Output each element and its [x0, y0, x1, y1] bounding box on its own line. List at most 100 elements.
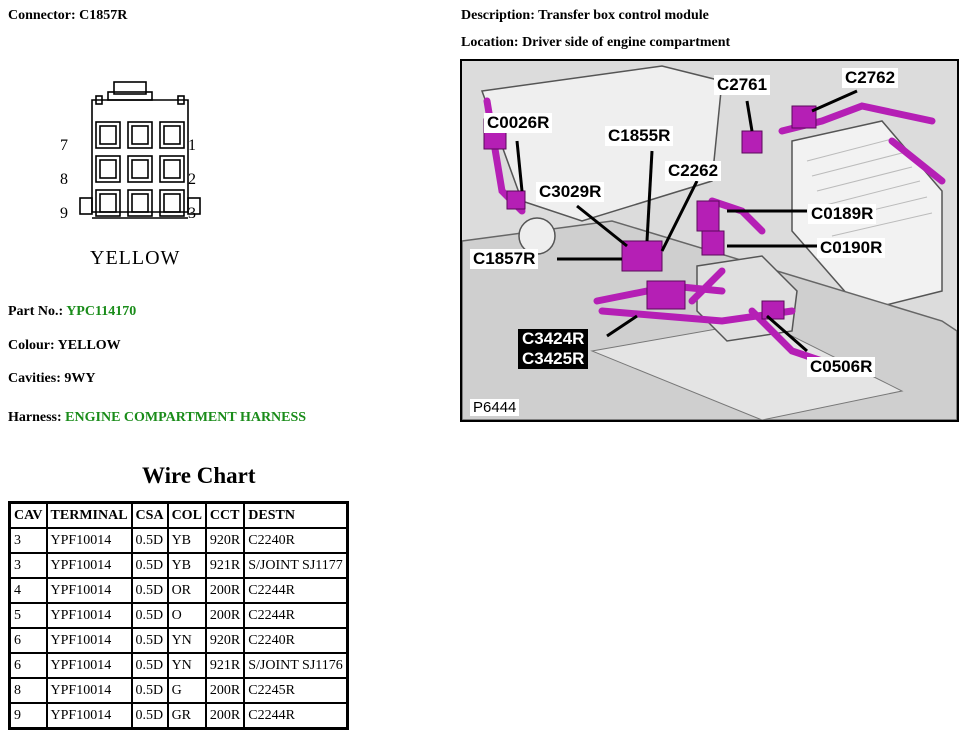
description-info: Description: Transfer box control module — [461, 8, 709, 24]
callout-C2262: C2262 — [665, 161, 722, 181]
cell-destn: C2245R — [243, 677, 349, 704]
cavities-value: 9WY — [64, 371, 96, 386]
description-label: Description: — [461, 8, 535, 23]
connector-label: Connector: — [8, 8, 76, 23]
cell-csa: 0.5D — [130, 602, 169, 629]
callout-C1857R: C1857R — [470, 249, 539, 269]
cell-col: GR — [166, 702, 207, 730]
cell-col: YB — [166, 552, 207, 579]
cell-terminal: YPF10014 — [45, 677, 133, 704]
callout-C0506R: C0506R — [807, 357, 876, 377]
cell-col: YN — [166, 652, 207, 679]
table-row: 9 YPF10014 0.5D GR 200R C2244R — [8, 702, 349, 730]
cell-csa: 0.5D — [130, 627, 169, 654]
callout-C2762: C2762 — [842, 68, 899, 88]
cell-col: YB — [166, 527, 207, 554]
callout-C0026R: C0026R — [484, 113, 553, 133]
colour-info: Colour: YELLOW — [8, 338, 121, 354]
callout-C2761: C2761 — [714, 75, 771, 95]
wire-chart-title: Wire Chart — [142, 463, 256, 488]
cell-col: G — [166, 677, 207, 704]
cell-terminal: YPF10014 — [45, 627, 133, 654]
pin-label-7: 7 — [60, 137, 68, 154]
cavities-info: Cavities: 9WY — [8, 371, 96, 387]
cell-cav: 3 — [8, 527, 48, 554]
pin-label-2: 2 — [188, 171, 196, 188]
table-row: 6 YPF10014 0.5D YN 920R C2240R — [8, 627, 349, 654]
wire-chart-table: CAV TERMINAL CSA COL CCT DESTN 3 YPF1001… — [8, 501, 349, 730]
table-row: 6 YPF10014 0.5D YN 921R S/JOINT SJ1176 — [8, 652, 349, 679]
header-terminal: TERMINAL — [45, 501, 133, 529]
cell-terminal: YPF10014 — [45, 652, 133, 679]
callout-C3029R: C3029R — [536, 182, 605, 202]
pin-label-9: 9 — [60, 205, 68, 222]
cell-csa: 0.5D — [130, 652, 169, 679]
part-no-value: YPC114170 — [66, 304, 137, 319]
cell-cct: 200R — [204, 577, 246, 604]
cell-cav: 6 — [8, 627, 48, 654]
cell-destn: C2244R — [243, 702, 349, 730]
harness-label: Harness: — [8, 410, 62, 425]
engine-compartment-photo: C0026R C2761 C2762 C1855R C2262 C3029R C… — [460, 59, 959, 422]
header-cav: CAV — [8, 501, 48, 529]
cell-cct: 200R — [204, 702, 246, 730]
cell-destn: S/JOINT SJ1177 — [243, 552, 349, 579]
cell-col: O — [166, 602, 207, 629]
header-col: COL — [166, 501, 207, 529]
cell-cct: 920R — [204, 627, 246, 654]
callout-C3424R: C3424R — [518, 329, 589, 349]
cell-cct: 921R — [204, 652, 246, 679]
connector-info: Connector: C1857R — [8, 8, 127, 24]
cell-col: OR — [166, 577, 207, 604]
connector-face-drawing: 7 8 9 1 2 3 YELLOW — [60, 81, 201, 269]
table-row: 3 YPF10014 0.5D YB 921R S/JOINT SJ1177 — [8, 552, 349, 579]
cell-csa: 0.5D — [130, 677, 169, 704]
cell-cav: 4 — [8, 577, 48, 604]
cell-cct: 200R — [204, 602, 246, 629]
cell-destn: C2240R — [243, 527, 349, 554]
cell-cav: 8 — [8, 677, 48, 704]
cell-col: YN — [166, 627, 207, 654]
cell-csa: 0.5D — [130, 527, 169, 554]
harness-info: Harness: ENGINE COMPARTMENT HARNESS — [8, 410, 306, 426]
cell-csa: 0.5D — [130, 577, 169, 604]
header-destn: DESTN — [243, 501, 349, 529]
callout-C0190R: C0190R — [817, 238, 886, 258]
callout-C0189R: C0189R — [808, 204, 877, 224]
cell-cav: 9 — [8, 702, 48, 730]
cell-cct: 921R — [204, 552, 246, 579]
cell-cav: 6 — [8, 652, 48, 679]
cell-terminal: YPF10014 — [45, 702, 133, 730]
cell-cav: 3 — [8, 552, 48, 579]
cell-terminal: YPF10014 — [45, 577, 133, 604]
cell-destn: C2240R — [243, 627, 349, 654]
colour-label: Colour: — [8, 338, 55, 353]
header-csa: CSA — [130, 501, 169, 529]
cell-terminal: YPF10014 — [45, 527, 133, 554]
drawing-colour-text: YELLOW — [90, 247, 180, 269]
cell-destn: C2244R — [243, 577, 349, 604]
pin-label-1: 1 — [188, 137, 196, 154]
pin-label-8: 8 — [60, 171, 68, 188]
cell-cav: 5 — [8, 602, 48, 629]
table-row: 8 YPF10014 0.5D G 200R C2245R — [8, 677, 349, 704]
table-row: 4 YPF10014 0.5D OR 200R C2244R — [8, 577, 349, 604]
colour-value: YELLOW — [57, 338, 121, 353]
cell-destn: S/JOINT SJ1176 — [243, 652, 349, 679]
cell-cct: 200R — [204, 677, 246, 704]
photo-id-label: P6444 — [470, 399, 520, 416]
part-no-info: Part No.: YPC114170 — [8, 304, 136, 320]
cell-cct: 920R — [204, 527, 246, 554]
header-cct: CCT — [204, 501, 246, 529]
connector-value: C1857R — [79, 8, 128, 23]
cell-terminal: YPF10014 — [45, 552, 133, 579]
callout-C1855R: C1855R — [605, 126, 674, 146]
table-row: 5 YPF10014 0.5D O 200R C2244R — [8, 602, 349, 629]
cell-terminal: YPF10014 — [45, 602, 133, 629]
callout-C3425R: C3425R — [518, 349, 589, 369]
part-no-label: Part No.: — [8, 304, 64, 319]
cavities-label: Cavities: — [8, 371, 61, 386]
description-value: Transfer box control module — [538, 8, 709, 23]
pin-label-3: 3 — [188, 205, 196, 222]
harness-value: ENGINE COMPARTMENT HARNESS — [65, 410, 307, 425]
